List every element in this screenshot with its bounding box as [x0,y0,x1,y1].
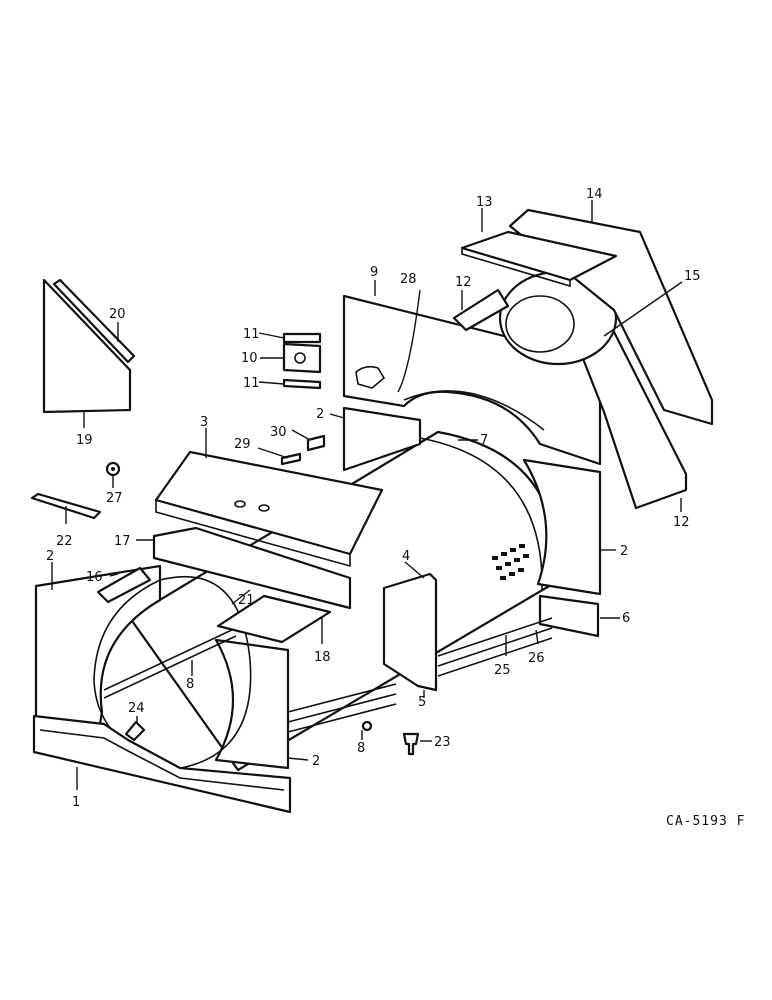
callout-27: 27 [106,491,123,506]
callout-11-bottom: 11 [243,376,260,391]
fan-housing [452,270,618,366]
callout-20: 20 [109,307,126,322]
callout-2-left: 2 [46,549,54,564]
callout-11-top: 11 [243,327,260,342]
callout-2-bottom: 2 [312,754,320,769]
bottom-base-rail [32,714,292,814]
callout-12-top: 12 [455,275,472,290]
callout-4: 4 [402,549,410,564]
callout-3: 3 [200,415,208,430]
callout-8-left: 8 [186,677,194,692]
callout-2-right: 2 [620,544,628,559]
callout-12-right: 12 [673,515,690,530]
callout-13: 13 [476,195,493,210]
front-frame-left [34,564,290,771]
callout-22: 22 [56,534,73,549]
callout-19: 19 [76,433,93,448]
callout-7: 7 [480,433,488,448]
rear-inner-frame [342,406,422,472]
callout-6: 6 [622,611,630,626]
bracket-left [96,566,152,604]
top-cover-panel [154,450,384,568]
callout-30: 30 [270,425,287,440]
gasket-set [282,332,322,390]
bracket-right [216,594,332,644]
callout-29: 29 [234,437,251,452]
callout-14: 14 [586,187,603,202]
callout-23: 23 [434,735,451,750]
leader-lines [51,200,683,790]
callout-16: 16 [86,570,103,585]
callout-labels: 1 2 2 2 2 3 4 5 6 7 8 8 9 10 11 11 12 12… [46,187,701,810]
support-rods [103,627,397,733]
top-plate [460,230,618,288]
callout-1: 1 [72,795,80,810]
callout-18: 18 [314,650,331,665]
small-hardware [105,434,420,756]
callout-17: 17 [114,534,131,549]
callout-9: 9 [370,265,378,280]
callout-10: 10 [241,351,258,366]
beam [152,526,352,610]
drawing-code: CA-5193 F [666,814,745,829]
side-panel [382,572,438,692]
callout-28: 28 [400,272,417,287]
callout-25: 25 [494,663,511,678]
callout-15: 15 [684,269,701,284]
rear-frame-right [437,458,602,677]
callout-5: 5 [418,695,426,710]
callout-2-rear: 2 [316,407,324,422]
callout-26: 26 [528,651,545,666]
callout-8-bottom: 8 [357,741,365,756]
side-gusset [42,278,136,414]
callout-21: 21 [238,593,255,608]
rear-top-panel [342,294,602,466]
callout-24: 24 [128,701,145,716]
